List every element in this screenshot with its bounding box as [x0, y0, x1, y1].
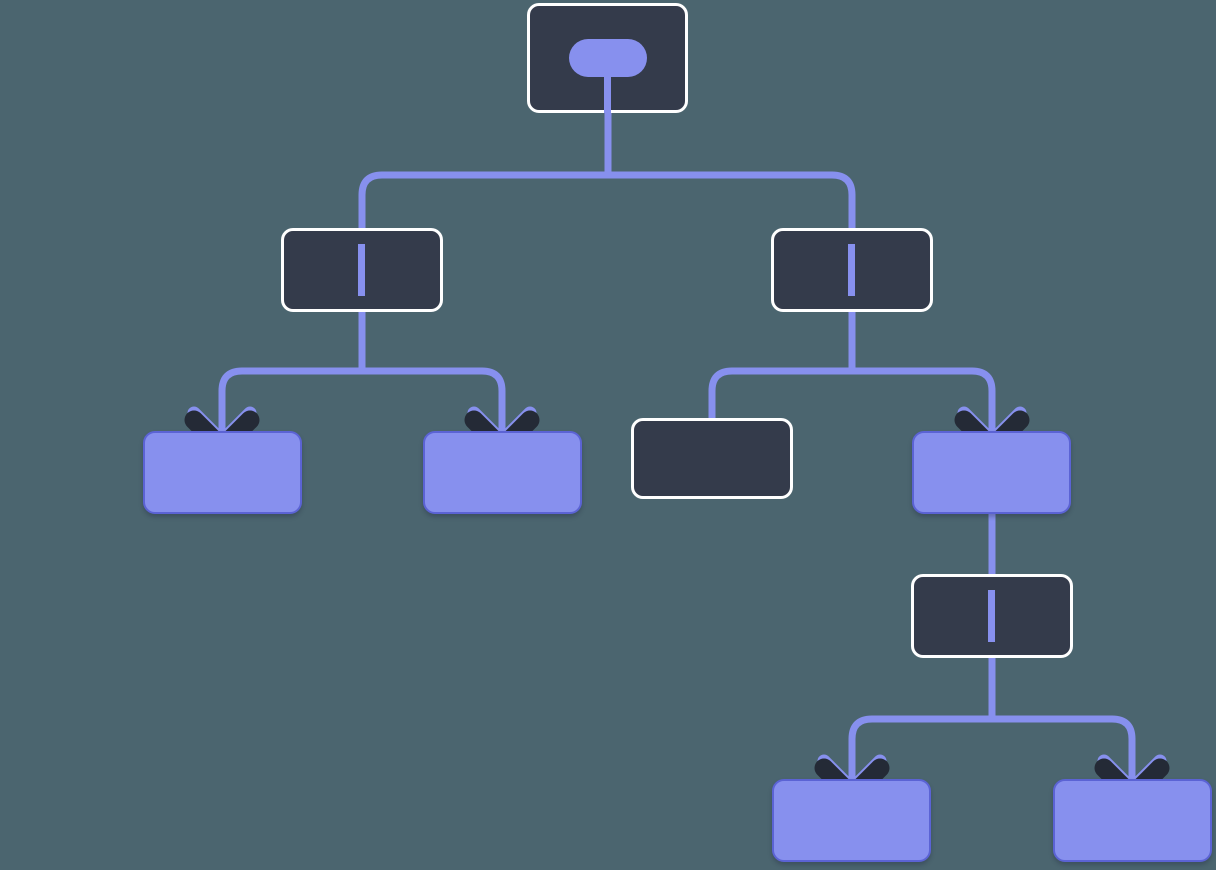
node-l2-c[interactable] [631, 418, 793, 499]
node-root-pill-stem [604, 70, 611, 113]
node-l1-right-through-line [848, 244, 855, 296]
edge-l3-to-l4-a [848, 715, 992, 785]
edge-l1-left-to-l2-b [362, 367, 506, 437]
edge-l3-to-l4-b [992, 715, 1136, 785]
node-l4-a[interactable] [772, 779, 931, 862]
edge-l1-left-to-l2-a [218, 367, 362, 437]
edge-root-to-l1-right [608, 171, 856, 228]
node-l4-b[interactable] [1053, 779, 1212, 862]
node-l1-left[interactable] [281, 228, 443, 312]
node-l2-b[interactable] [423, 431, 582, 514]
node-l2-a[interactable] [143, 431, 302, 514]
edge-root-to-l1-left [358, 171, 608, 228]
node-l3[interactable] [911, 574, 1073, 658]
edge-group [218, 58, 1136, 785]
edge-l1-right-to-l2-d [852, 367, 996, 437]
edge-l1-right-to-l2-c [708, 367, 852, 418]
node-l2-d[interactable] [912, 431, 1071, 514]
node-l1-left-through-line [358, 244, 365, 296]
node-l3-through-line [988, 590, 995, 642]
